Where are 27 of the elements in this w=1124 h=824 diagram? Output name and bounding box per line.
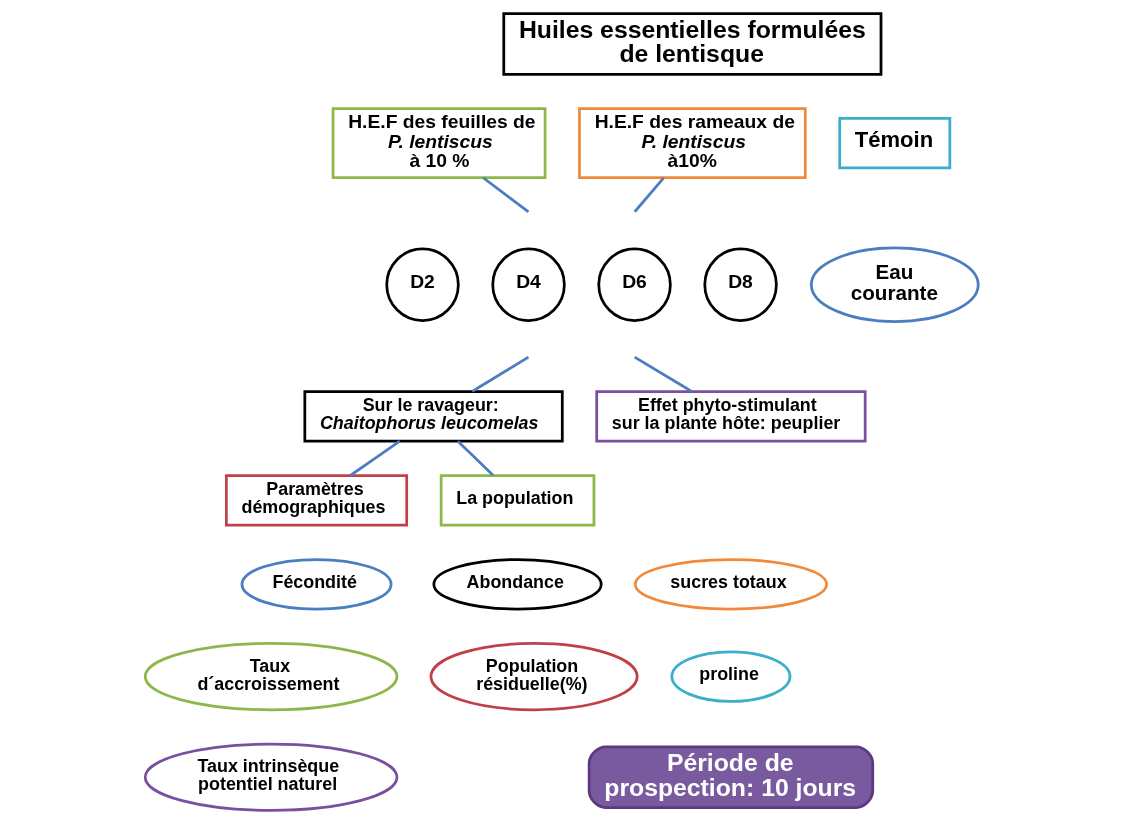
node-circle: D6 xyxy=(597,247,672,322)
node-circle: D4 xyxy=(491,247,566,322)
connector xyxy=(471,356,530,393)
node-ellipse: Fécondité xyxy=(240,558,393,611)
node-box: Témoin xyxy=(838,116,952,170)
connector xyxy=(633,176,665,213)
node-box: Paramètres démographiques xyxy=(224,474,409,527)
node-ellipse: Abondance xyxy=(432,558,603,611)
node-ellipse: Population résiduelle(%) xyxy=(429,642,639,712)
node-circle: D2 xyxy=(385,247,460,322)
connector xyxy=(633,356,693,393)
connector xyxy=(482,176,530,213)
node-ellipse: Eau courante xyxy=(809,246,980,323)
node-ellipse: Taux intrinsèque potentiel naturel xyxy=(143,742,399,812)
connector xyxy=(349,440,401,477)
node-box: Effet phyto-stimulant sur la plante hôte: peuplier xyxy=(595,390,867,443)
node-ellipse: sucres totaux xyxy=(633,558,828,611)
node-box: H.E.F des feuilles de P. lentiscus à 10 % xyxy=(331,107,547,179)
node-ellipse: proline xyxy=(670,650,792,703)
node-box: H.E.F des rameaux de P. lentiscus à10% xyxy=(578,107,807,179)
node-ellipse: Taux d´accroissement xyxy=(143,642,399,712)
connector xyxy=(456,440,494,477)
node-box: Période de prospection: 10 jours xyxy=(587,745,875,809)
node-circle: D8 xyxy=(703,247,778,322)
node-box: Huiles essentielles formulées de lentisque xyxy=(502,12,883,76)
node-box: La population xyxy=(439,474,596,527)
node-box: Sur le ravageur: Chaitophorus leucomelas xyxy=(303,390,564,443)
